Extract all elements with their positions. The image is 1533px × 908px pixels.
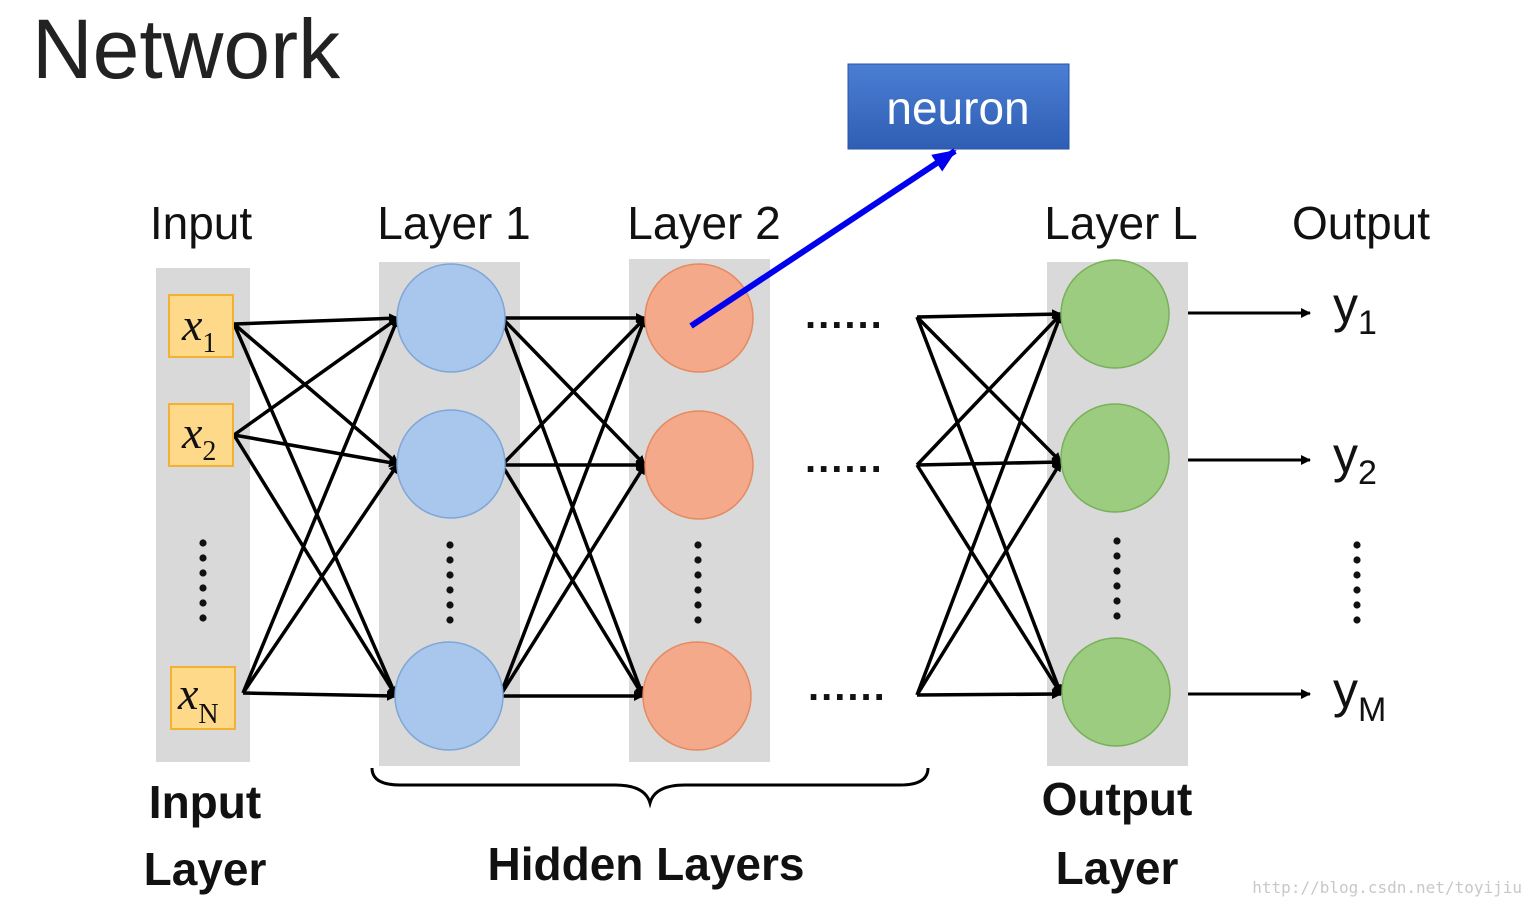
output-yM: yM	[1333, 662, 1386, 729]
input-layer-label-line1: Input	[149, 776, 261, 828]
layerN-to-layerL-edge-3-2	[915, 461, 1063, 696]
neuron-pointer-arrow	[689, 148, 957, 329]
layerN-to-layerL-edge-3-3	[916, 689, 1062, 700]
layer2-vertical-ellipsis-dot	[694, 616, 702, 624]
input-vertical-ellipsis-dot	[199, 599, 207, 607]
input-var: x	[177, 668, 199, 719]
input-node-x1: x1	[168, 294, 234, 359]
layer1-vertical-ellipsis-dot	[446, 586, 454, 594]
layer1-vertical-ellipsis-dot	[446, 601, 454, 609]
layer2-vertical-ellipsis-dot	[694, 556, 702, 564]
header-layer-2: Layer 2	[627, 197, 780, 249]
input-to-layer1-edge-1-2	[232, 322, 400, 466]
callout-label: neuron	[886, 82, 1029, 134]
output-y1: y1	[1333, 277, 1377, 342]
layer1-vertical-ellipsis-dot	[446, 616, 454, 624]
input-var: x	[181, 407, 203, 458]
output-var: y	[1333, 427, 1358, 483]
output-vertical-ellipsis-dot	[1353, 586, 1361, 594]
input-vertical-ellipsis-dot	[199, 569, 207, 577]
hidden-layers-label: Hidden Layers	[488, 838, 805, 890]
svg-text:x1: x1	[181, 299, 216, 359]
layer1-to-layer2-edge-3-1	[498, 317, 647, 697]
layer2-vertical-ellipsis-dot	[694, 586, 702, 594]
output-subscript: 2	[1358, 454, 1377, 492]
layer1-vertical-ellipsis-dot	[446, 556, 454, 564]
svg-text:xN: xN	[177, 668, 219, 730]
layer1-vertical-ellipsis-dot	[446, 571, 454, 579]
output-var: y	[1333, 662, 1358, 718]
layer2-vertical-ellipsis-dot	[694, 541, 702, 549]
hidden-layers-brace	[370, 767, 930, 809]
page-title: Network	[32, 2, 341, 96]
output-vertical-ellipsis-dot	[1353, 601, 1361, 609]
header-output: Output	[1292, 197, 1430, 249]
output-subscript: 1	[1358, 304, 1377, 342]
layerL-neuron-2	[1060, 403, 1170, 513]
layerN-to-layerL-edge-2-2	[916, 457, 1062, 468]
layer2-neuron-2	[644, 410, 754, 520]
layer1-to-layer2-edge-3-2	[498, 464, 647, 697]
input-vertical-ellipsis-dot	[199, 614, 207, 622]
layer2-vertical-ellipsis-dot	[694, 571, 702, 579]
output-var: y	[1333, 277, 1358, 333]
output-y2: y2	[1333, 427, 1377, 492]
layerL-neuron-n	[1061, 637, 1171, 747]
vertical-ellipses	[199, 537, 1361, 624]
ellipsis-row-n: ......	[808, 665, 887, 709]
input-to-layer1-edge-3-3	[242, 690, 397, 701]
output-vertical-ellipsis-dot	[1353, 571, 1361, 579]
neuron-callout: neuron	[847, 63, 1070, 150]
svg-text:x2: x2	[181, 407, 216, 467]
output-layer-label-line2: Layer	[1056, 842, 1179, 894]
layer1-neuron-2	[396, 409, 506, 519]
layerL-neuron-1	[1060, 259, 1170, 369]
input-to-layer1-edge-1-1	[233, 313, 399, 326]
layer1-neuron-1	[396, 263, 506, 373]
output-vertical-ellipsis-dot	[1353, 541, 1361, 549]
output-vertical-ellipsis-dot	[1353, 616, 1361, 624]
connections	[232, 309, 1063, 701]
layer1-to-layer2-edge-2-1	[500, 316, 647, 467]
input-to-layer1-edge-3-1	[241, 317, 400, 694]
output-layer-label-line1: Output	[1042, 773, 1193, 825]
input-vertical-ellipsis-dot	[199, 584, 207, 592]
layer1-vertical-ellipsis-dot	[446, 541, 454, 549]
input-layer-label-line2: Layer	[144, 843, 267, 895]
layerL-vertical-ellipsis-dot	[1113, 582, 1121, 590]
header-layer-L: Layer L	[1044, 197, 1197, 249]
header-layer-1: Layer 1	[377, 197, 530, 249]
input-node-xN: xN	[170, 666, 236, 730]
output-vertical-ellipsis-dot	[1353, 556, 1361, 564]
watermark: http://blog.csdn.net/toyijiu	[1252, 878, 1522, 897]
layerL-vertical-ellipsis-dot	[1113, 567, 1121, 575]
layerN-to-layerL-edge-2-1	[915, 312, 1063, 467]
input-subscript: 1	[202, 328, 216, 359]
input-vertical-ellipsis-dot	[199, 554, 207, 562]
input-to-layer1-edge-2-3	[232, 434, 398, 697]
layerL-vertical-ellipsis-dot	[1113, 597, 1121, 605]
layerN-to-layerL-edge-1-1	[916, 309, 1062, 320]
ellipsis-row-1: ......	[805, 293, 884, 337]
ellipsis-row-2: ......	[805, 437, 884, 481]
layer2-vertical-ellipsis-dot	[694, 601, 702, 609]
input-to-layer1-edge-3-2	[241, 463, 400, 694]
output-subscript: M	[1358, 691, 1386, 729]
layerL-vertical-ellipsis-dot	[1113, 552, 1121, 560]
input-node-x2: x2	[168, 403, 234, 467]
input-vertical-ellipsis-dot	[199, 539, 207, 547]
input-to-layer1-edge-2-1	[232, 316, 400, 437]
layerN-to-layerL-edge-3-1	[915, 313, 1063, 696]
input-subscript: 2	[202, 436, 216, 467]
input-to-layer1-edge-1-3	[232, 323, 398, 697]
layerL-vertical-ellipsis-dot	[1113, 612, 1121, 620]
layerL-vertical-ellipsis-dot	[1113, 537, 1121, 545]
input-subscript: N	[198, 699, 218, 730]
layer1-neuron-n	[394, 641, 504, 751]
input-to-layer1-edge-2-2	[233, 433, 399, 468]
layer2-neuron-n	[642, 641, 752, 751]
header-input: Input	[150, 197, 253, 249]
input-var: x	[181, 299, 203, 350]
